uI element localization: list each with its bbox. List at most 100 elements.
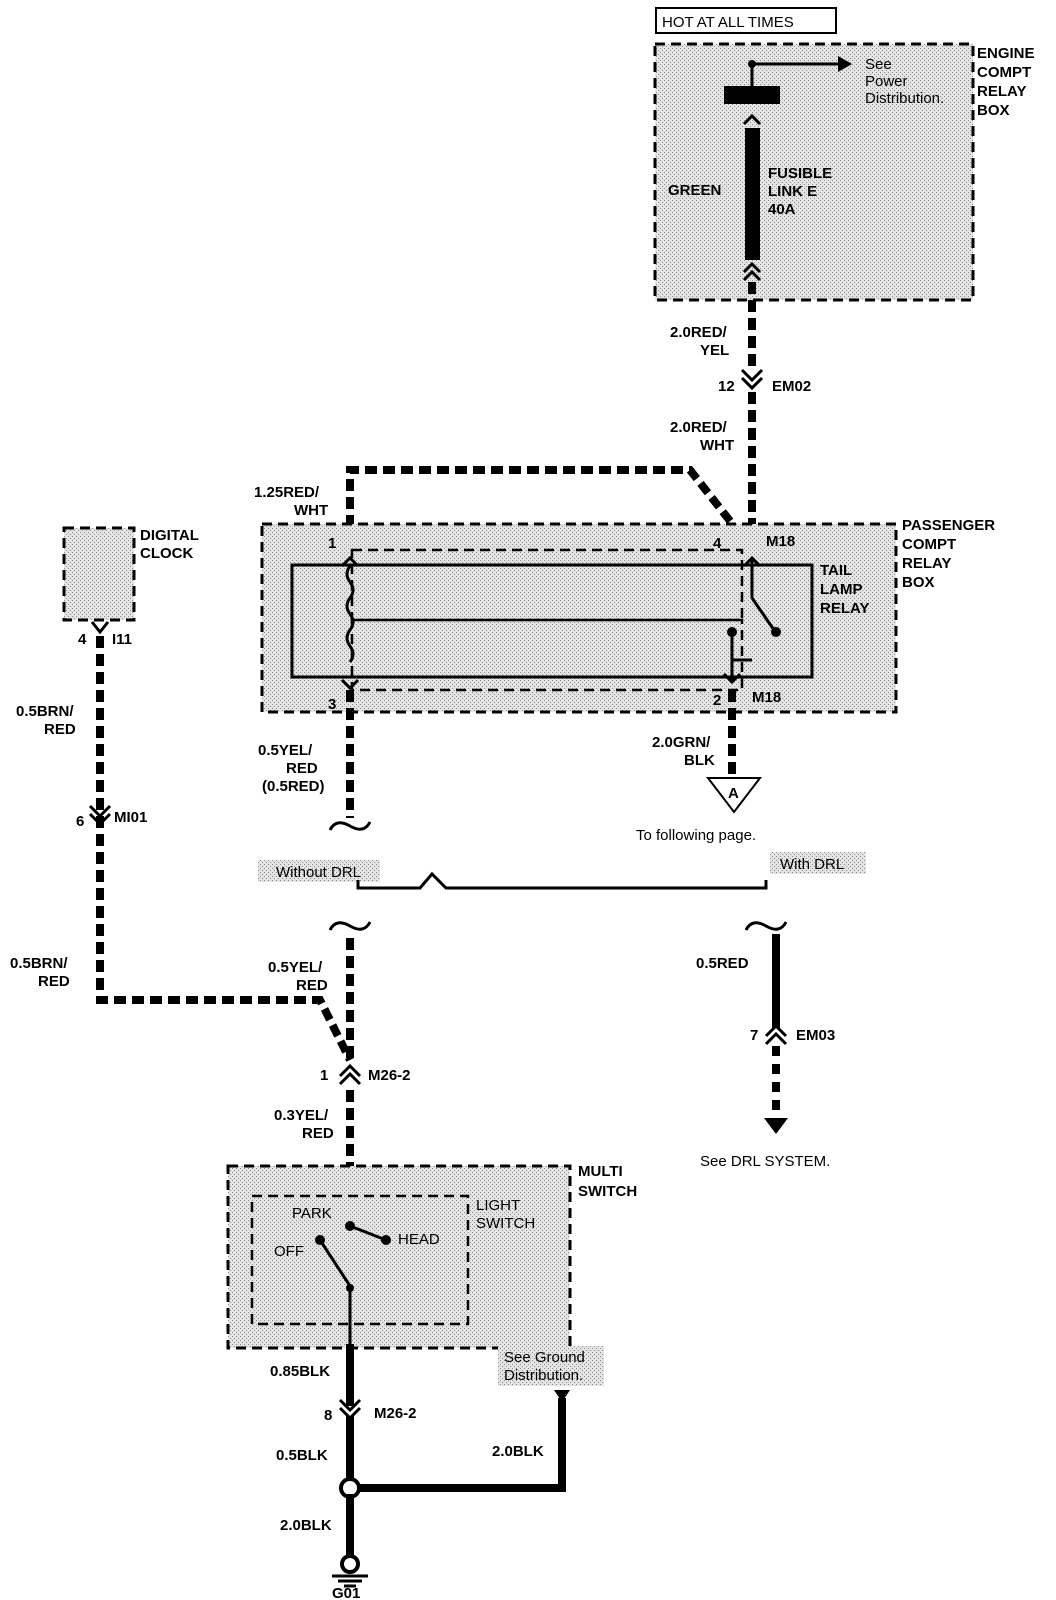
m26-1-name: M26-2: [368, 1067, 411, 1084]
brn-red-1-line1: 0.5BRN/: [16, 703, 74, 720]
fuse-name-3: 40A: [768, 201, 796, 218]
mi01-connector2-icon: [88, 812, 112, 827]
brn-red-2-line1: 0.5BRN/: [10, 955, 68, 972]
hot-at-all-times-frame: [655, 7, 837, 34]
drl-arrow-icon: [764, 1118, 788, 1134]
engine-box-name-1: ENGINE: [977, 45, 1035, 62]
m26-2-name: M26-2: [374, 1405, 417, 1422]
em02-connector2-icon: [740, 376, 764, 391]
i11-connector-icon: [90, 621, 110, 635]
offpage-a-triangle: [705, 777, 763, 814]
relay-name-1: TAIL: [820, 562, 852, 579]
pin-4: 4: [713, 535, 722, 552]
fuse-name-2: LINK E: [768, 183, 817, 200]
see-power-1: See: [865, 56, 892, 73]
see-ground-2: Distribution.: [504, 1367, 583, 1384]
wire-red-wht-line1: 2.0RED/: [670, 419, 728, 436]
coil-top-connector-icon: [340, 555, 360, 568]
yel-red-3-line1: 0.3YEL/: [274, 1107, 329, 1124]
engine-box-name-2: COMPT: [977, 64, 1031, 81]
break-bottom-yel-icon: [328, 921, 372, 931]
yel-red-1-line1: 0.5YEL/: [258, 742, 313, 759]
option-bracket: [356, 871, 768, 890]
yel-red-2-line2: RED: [296, 977, 328, 994]
switch-park-head-link: [349, 1224, 387, 1242]
fuse-busbar: [724, 86, 780, 104]
em03-connector2-icon: [764, 1031, 788, 1046]
wire-125-line1: 1.25RED/: [254, 484, 320, 501]
fuse-connector-top-icon: [742, 113, 762, 126]
yel-red-2-line1: 0.5YEL/: [268, 959, 323, 976]
m26-2-connector-icon: [338, 1398, 362, 1413]
passenger-box-name-4: BOX: [902, 574, 935, 591]
digital-clock-box: [62, 526, 136, 622]
yel-red-3-line2: RED: [302, 1125, 334, 1142]
yel-red-1-line3: (0.5RED): [262, 778, 325, 795]
see-ground-1: See Ground: [504, 1349, 585, 1366]
brn-red-1-line2: RED: [44, 721, 76, 738]
wire-05blk-label: 0.5BLK: [276, 1447, 328, 1464]
see-ground-bg: [498, 1346, 604, 1386]
passenger-box-name-3: RELAY: [902, 555, 951, 572]
light-switch-box: [250, 1194, 470, 1326]
m26-1-connector-icon: [338, 1063, 362, 1078]
multi-switch-name-2: SWITCH: [578, 1183, 637, 1200]
relay-name-2: LAMP: [820, 581, 863, 598]
power-dist-arrow-icon: [838, 56, 852, 72]
fuse-connector-bottom2-icon: [742, 269, 762, 282]
digital-clock-name-2: CLOCK: [140, 545, 193, 562]
without-drl-bg: [258, 860, 380, 882]
break-drl-icon: [744, 921, 788, 931]
off-label: OFF: [274, 1243, 304, 1260]
light-switch-name-2: SWITCH: [476, 1215, 535, 1232]
engine-box-name-3: RELAY: [977, 83, 1026, 100]
passenger-box-name-2: COMPT: [902, 536, 956, 553]
wire-2-0-blk-right: [352, 1398, 566, 1492]
m26-1-connector2-icon: [338, 1071, 362, 1086]
park-label: PARK: [292, 1205, 332, 1222]
wire-20blk-right-label: 2.0BLK: [492, 1443, 544, 1460]
wire-red-yel-line2: YEL: [700, 342, 729, 359]
pin-1: 1: [328, 535, 336, 552]
passenger-box-name-1: PASSENGER: [902, 517, 995, 534]
mi01-connector-icon: [88, 804, 112, 819]
em03-connector-icon: [764, 1023, 788, 1038]
switch-arm: [318, 1239, 352, 1287]
see-power-3: Distribution.: [865, 90, 944, 107]
em02-connector-icon: [740, 368, 764, 383]
contact-pivot: [771, 627, 781, 637]
em03-pin: 7: [750, 1027, 758, 1044]
contact-bottom-connector-icon: [722, 672, 742, 685]
ground-eyelet-icon: [340, 1554, 360, 1574]
passenger-relay-box: [260, 522, 898, 714]
coil-bottom-connector-icon: [340, 678, 360, 691]
offpage-a-letter: A: [728, 785, 739, 802]
tail-lamp-relay: [290, 563, 814, 679]
contact-arm: [750, 597, 776, 631]
brn-red-2-line2: RED: [38, 973, 70, 990]
fuse-connector-bottom-icon: [742, 261, 762, 274]
fuse-name-1: FUSIBLE: [768, 165, 832, 182]
em02-pin: 12: [718, 378, 735, 395]
wire-085-label: 0.85BLK: [270, 1363, 330, 1380]
pin-3: 3: [328, 696, 336, 713]
see-ground-arrow-icon: [554, 1390, 570, 1402]
head-label: HEAD: [398, 1231, 440, 1248]
yel-red-1-line2: RED: [286, 760, 318, 777]
relay-name-3: RELAY: [820, 600, 869, 617]
wire-red-wht-line2: WHT: [700, 437, 734, 454]
ground-g01-label: G01: [332, 1585, 360, 1600]
mi01-pin: 6: [76, 813, 84, 830]
break-top-yel-icon: [328, 821, 372, 831]
with-drl-bg: [770, 852, 866, 874]
hot-at-all-times-label: HOT AT ALL TIMES: [662, 14, 794, 31]
em02-name: EM02: [772, 378, 811, 395]
fusible-link-e: [745, 128, 760, 260]
i11-name: I11: [112, 631, 132, 648]
wire-1-25-red-wht: [346, 466, 749, 545]
fuse-color-label: GREEN: [668, 182, 721, 199]
digital-clock-name-1: DIGITAL: [140, 527, 199, 544]
engine-relay-box: [653, 42, 975, 302]
wire-red-yel-line1: 2.0RED/: [670, 324, 728, 341]
